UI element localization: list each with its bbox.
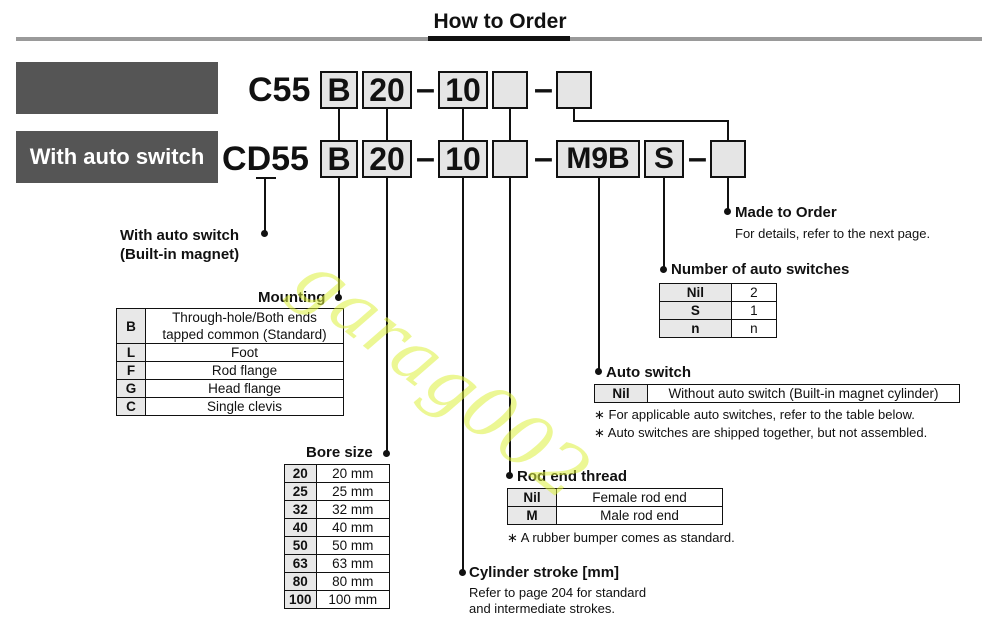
leader-made-to-order [727, 178, 729, 212]
connector-bore-rows [386, 109, 388, 140]
leader-num-switches [663, 178, 665, 270]
std-dash-1: – [416, 70, 435, 108]
mounting-label: Mounting [258, 289, 326, 306]
made-to-order-label: Made to Order [735, 204, 837, 221]
as-rod-end-box [492, 140, 528, 178]
page-title: How to Order [433, 10, 567, 33]
std-mounting-box: B [320, 71, 358, 109]
std-bore-box: 20 [362, 71, 412, 109]
as-prefix: CD55 [222, 140, 309, 178]
stroke-note-1: Refer to page 204 for standard [469, 585, 647, 600]
as-stroke-box: 10 [438, 140, 488, 178]
rod-end-label: Rod end thread [517, 468, 628, 485]
dot-stroke [459, 569, 466, 576]
as-bore-box: 20 [362, 140, 412, 178]
dot-auto-switch [595, 368, 602, 375]
dot-rod-end [506, 472, 513, 479]
as-made-to-order-box [710, 140, 746, 178]
std-made-to-order-box [556, 71, 592, 109]
bore-size-label: Bore size [306, 444, 373, 461]
as-switch-box: M9B [556, 140, 640, 178]
auto-switch-note-1: ∗ For applicable auto switches, refer to… [594, 407, 915, 422]
std-dash-2: – [534, 70, 553, 108]
leader-mounting [338, 178, 340, 298]
connector-mto-down [573, 109, 575, 121]
dot-with-auto-switch [261, 230, 268, 237]
num-switches-label: Number of auto switches [671, 261, 850, 278]
prefix-d-underline [256, 177, 276, 179]
as-dash-1: – [416, 139, 435, 177]
connector-stroke-rows [462, 109, 464, 140]
std-stroke-box: 10 [438, 71, 488, 109]
as-dash-3: – [688, 139, 707, 177]
stroke-label: Cylinder stroke [mm] [469, 564, 620, 581]
rod-end-note: ∗ A rubber bumper comes as standard. [507, 530, 735, 545]
connector-mounting-rows [338, 109, 340, 140]
leader-rod-end [509, 178, 511, 476]
connector-rod-rows [509, 109, 511, 140]
dot-made-to-order [724, 208, 731, 215]
dot-bore [383, 450, 390, 457]
made-to-order-note: For details, refer to the next page. [735, 226, 931, 241]
as-mounting-box: B [320, 140, 358, 178]
title-rule-accent [428, 36, 570, 41]
std-prefix: C55 [248, 71, 311, 109]
dot-mounting [335, 294, 342, 301]
connector-mto-down-2 [727, 120, 729, 140]
leader-bore [386, 178, 388, 454]
auto-switch-label: With auto switch [29, 144, 205, 169]
connector-mto-across [573, 120, 729, 122]
as-dash-2: – [534, 139, 553, 177]
auto-switch-label-box: With auto switch [16, 131, 218, 183]
auto-switch-label: Auto switch [606, 364, 691, 381]
std-rod-end-box [492, 71, 528, 109]
dot-num-switches [660, 266, 667, 273]
leader-with-auto-switch [264, 179, 266, 234]
as-switch-count-box: S [644, 140, 684, 178]
leader-auto-switch [598, 178, 600, 372]
leader-stroke [462, 178, 464, 573]
standard-label-box [16, 62, 218, 114]
auto-switch-note-2: ∗ Auto switches are shipped together, bu… [594, 425, 928, 440]
stroke-note-2: and intermediate strokes. [469, 601, 615, 616]
with-auto-switch-note: With auto switch (Built-in magnet) [120, 227, 240, 263]
